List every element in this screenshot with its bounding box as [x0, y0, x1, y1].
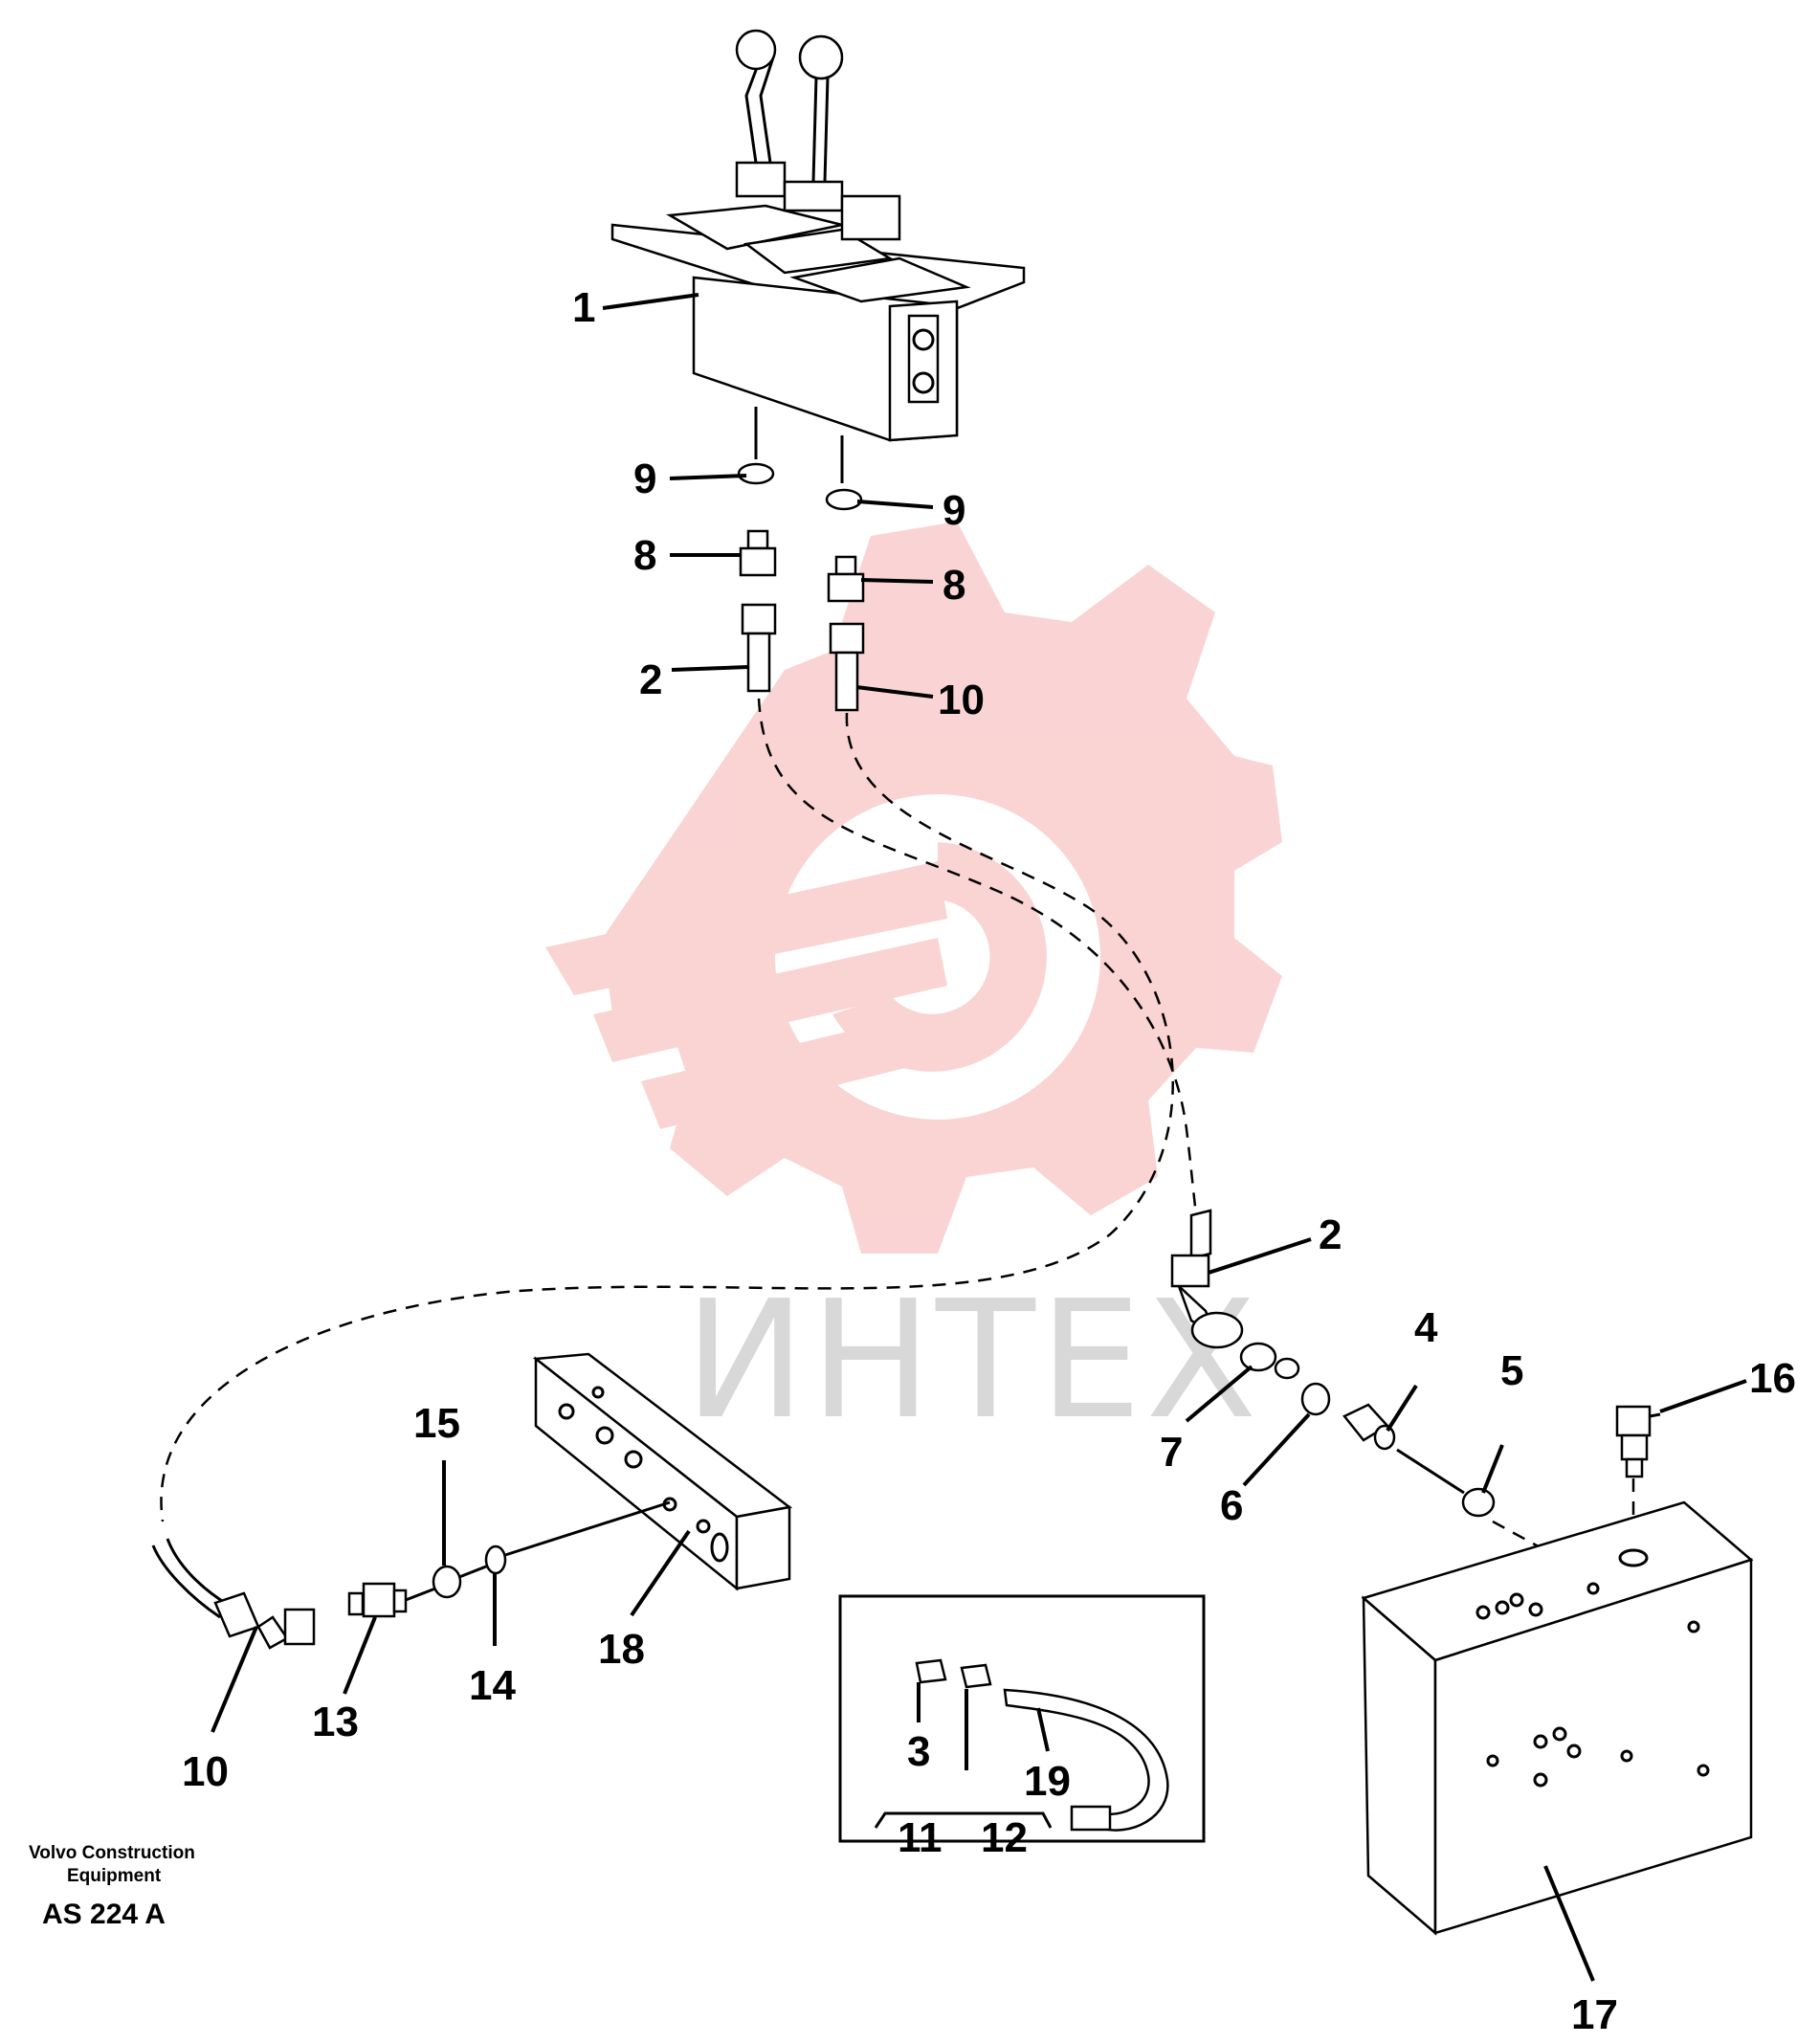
- hose-route-right: [757, 698, 1207, 1237]
- callout-2-upper: 2: [639, 656, 662, 703]
- callout-2-right: 2: [1319, 1211, 1342, 1258]
- callout-8-right: 8: [943, 562, 965, 609]
- callout-18: 18: [598, 1626, 645, 1673]
- credit-line-2: Equipment: [67, 1866, 162, 1886]
- control-valve-unit: [610, 29, 1026, 483]
- fittings-upper: [737, 462, 865, 712]
- callout-1: 1: [572, 284, 595, 331]
- callout-3: 3: [907, 1728, 930, 1775]
- callout-10-lower: 10: [182, 1748, 229, 1795]
- callout-6: 6: [1220, 1482, 1243, 1529]
- callout-labels: 1 9 9 8 8 2 10 2 4 5 16 7 6 15 14 13 10 …: [182, 284, 1796, 2038]
- drawing-code: AS 224 A: [42, 1899, 166, 1930]
- leader-lines: [211, 293, 1747, 1982]
- callout-14: 14: [469, 1662, 516, 1709]
- inset-box: [838, 1594, 1206, 1843]
- valve-block-17: [1361, 1500, 1754, 1936]
- callout-13: 13: [312, 1699, 359, 1745]
- fittings-lower-left: [151, 1500, 671, 1650]
- callout-19: 19: [1024, 1758, 1071, 1805]
- callout-4: 4: [1414, 1304, 1438, 1351]
- callout-9-right: 9: [943, 487, 965, 534]
- fittings-right: [1170, 1209, 1599, 1581]
- block-18: [532, 1352, 793, 1591]
- callout-5: 5: [1500, 1347, 1523, 1394]
- hose-route-left: [160, 712, 1174, 1522]
- callout-12: 12: [981, 1814, 1028, 1861]
- sensor-16: [1615, 1405, 1661, 1550]
- watermark-text: ИНТЕХ: [684, 1266, 1261, 1455]
- credit-block: Volvo Construction Equipment AS 224 A: [29, 1843, 195, 1930]
- callout-10-upper: 10: [938, 677, 985, 723]
- credit-line-1: Volvo Construction: [29, 1843, 195, 1863]
- callout-7: 7: [1160, 1429, 1183, 1476]
- callout-16: 16: [1749, 1355, 1796, 1402]
- callout-17: 17: [1571, 1991, 1618, 2038]
- callout-8-left: 8: [633, 532, 656, 579]
- callout-15: 15: [413, 1400, 460, 1447]
- callout-11: 11: [898, 1814, 943, 1861]
- callout-9-left: 9: [633, 455, 656, 502]
- watermark-gear-logo: [545, 522, 1282, 1254]
